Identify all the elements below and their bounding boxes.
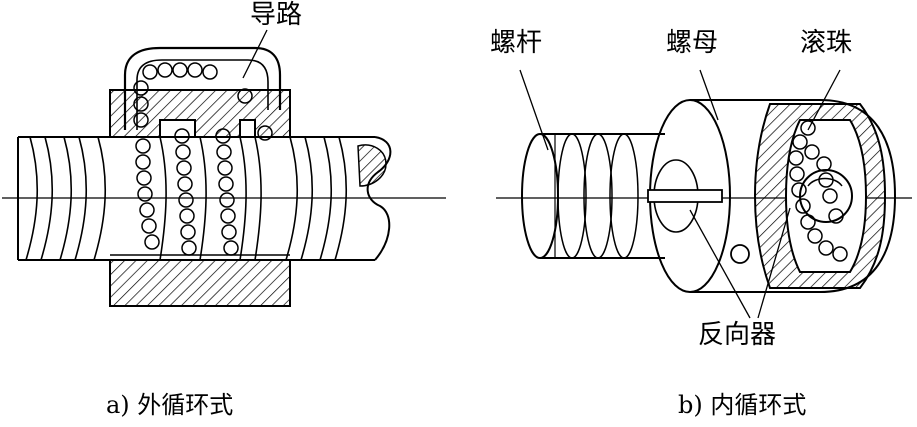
reverser-label: 反向器 (698, 320, 777, 350)
nut-body-b (649, 99, 897, 293)
balls-in-guide (133, 62, 273, 141)
nut-leader (699, 69, 719, 121)
reverser-leader-2 (757, 207, 791, 319)
ball-row-1 (135, 138, 160, 250)
internal-circulation-figure (496, 69, 912, 319)
external-circulation-figure (2, 29, 446, 307)
helix-bands-a (159, 136, 262, 261)
pin-hole (730, 244, 750, 264)
reverser-slot (647, 159, 723, 233)
guide-leader (242, 29, 268, 79)
screw-leader (519, 69, 549, 151)
return-guide-tube (123, 46, 282, 130)
guide-label: 导路 (250, 0, 303, 30)
reverser-leader-1 (689, 209, 751, 319)
ball-row-3 (215, 128, 239, 256)
caption-a: a) 外循环式 (106, 391, 234, 419)
screw-b (521, 133, 665, 259)
nut-bottom-section-a (109, 259, 291, 307)
nut-label: 螺母 (666, 28, 719, 58)
screw-label: 螺杆 (490, 28, 543, 58)
caption-b: b) 内循环式 (678, 391, 807, 419)
shaft-section-hatch (357, 144, 387, 187)
balls-ring-b (788, 120, 848, 262)
balls-leader (807, 69, 841, 131)
ball-row-2 (174, 128, 197, 256)
thread-crests-a (25, 136, 348, 261)
balls-label: 滚珠 (800, 28, 853, 58)
